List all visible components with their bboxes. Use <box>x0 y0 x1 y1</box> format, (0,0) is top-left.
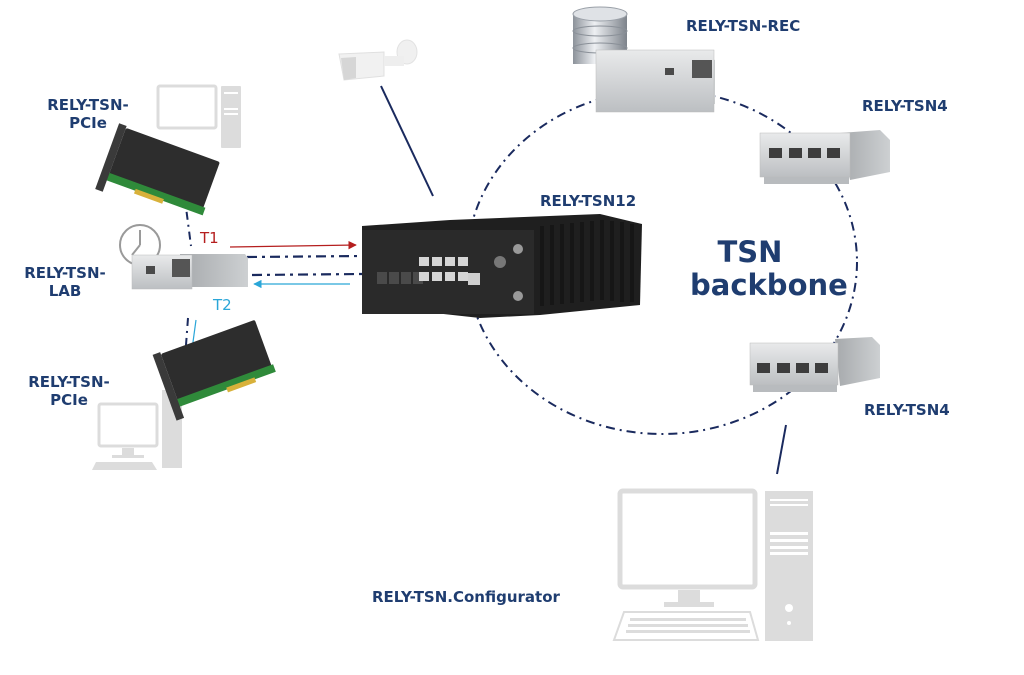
t1-flow-arrow <box>229 240 357 250</box>
tsn12-switch <box>362 214 642 318</box>
lab-tsn12-link-2 <box>251 272 363 277</box>
tsn4-top-label: RELY-TSN4 <box>862 97 948 115</box>
ip-camera-device <box>338 39 418 81</box>
backbone-label-line2: backbone <box>690 268 848 303</box>
pcie-bottom-label: RELY-TSN- PCIe <box>14 373 124 409</box>
pcie-top-label: RELY-TSN- PCIe <box>33 96 143 132</box>
configurator-link <box>776 424 787 475</box>
tsn12-label: RELY-TSN12 <box>540 192 637 210</box>
pcie-bottom-label-line2: PCIe <box>50 391 88 409</box>
t2-label: T2 <box>213 296 232 314</box>
tsn4-switch-bottom <box>749 337 880 392</box>
lab-tsn12-link-1 <box>246 254 363 259</box>
lab-label-line1: RELY-TSN- <box>24 264 106 282</box>
camera-link <box>380 85 434 197</box>
pcie-top-label-line1: RELY-TSN- <box>47 96 129 114</box>
tsn4-bottom-label: RELY-TSN4 <box>864 401 950 419</box>
configurator-pc-icon <box>612 488 813 641</box>
lab-device <box>131 254 248 290</box>
lab-label-line2: LAB <box>48 282 82 300</box>
rec-label: RELY-TSN-REC <box>686 17 801 35</box>
pcie-bottom-label-line1: RELY-TSN- <box>28 373 110 391</box>
pcie-card-bottom <box>152 320 276 421</box>
pc-icon-top <box>156 84 241 148</box>
backbone-label-line1: TSN <box>717 235 783 269</box>
pcie-top-link <box>183 191 192 247</box>
lab-label: RELY-TSN- LAB <box>10 264 120 300</box>
pcie-top-label-line2: PCIe <box>69 114 107 132</box>
t1-label: T1 <box>200 229 219 247</box>
backbone-label: TSN backbone <box>690 235 848 303</box>
pcie-card-top <box>95 123 220 216</box>
rec-device <box>595 49 715 113</box>
tsn4-switch-top <box>759 130 890 184</box>
configurator-label: RELY-TSN.Configurator <box>372 588 560 606</box>
